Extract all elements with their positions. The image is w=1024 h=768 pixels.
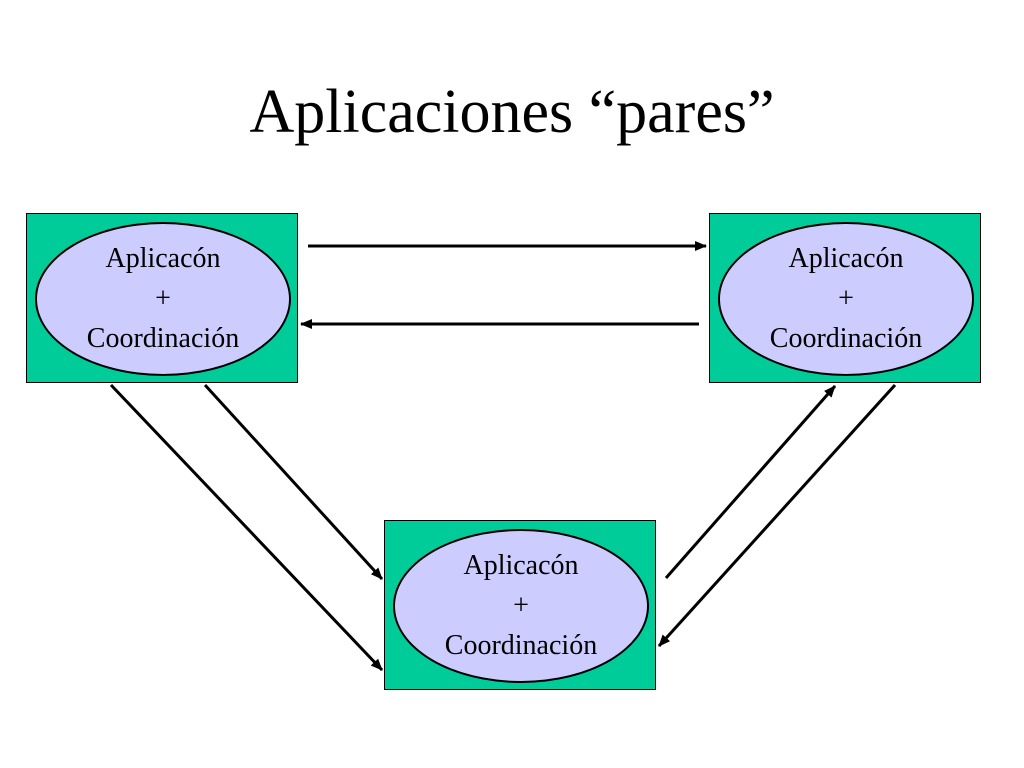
arrow-right-to-bottom (657, 383, 897, 648)
node-right-line3: Coordinación (769, 323, 923, 354)
node-left-line3: Coordinación (86, 323, 240, 354)
node-bottom-line2: + (513, 590, 529, 621)
arrow-left-to-bottom-outer (109, 383, 384, 672)
node-bottom: Aplicacón + Coordinación (384, 520, 656, 690)
node-left: Aplicacón + Coordinación (26, 213, 298, 383)
node-bottom-line1: Aplicacón (463, 550, 579, 581)
node-bottom-ellipse: Aplicacón + Coordinación (393, 529, 649, 683)
arrow-bottom-to-right (664, 385, 837, 579)
node-left-line2: + (155, 283, 171, 314)
node-right-ellipse: Aplicacón + Coordinación (718, 222, 974, 376)
node-right: Aplicacón + Coordinación (709, 213, 981, 383)
node-left-ellipse: Aplicacón + Coordinación (35, 222, 291, 376)
node-left-line1: Aplicacón (105, 243, 221, 274)
slide-title: Aplicaciones “pares” (249, 78, 775, 146)
node-right-line1: Aplicacón (788, 243, 904, 274)
node-right-line2: + (838, 283, 854, 314)
arrow-left-to-bottom-inner (203, 383, 384, 581)
node-bottom-line3: Coordinación (444, 630, 598, 661)
